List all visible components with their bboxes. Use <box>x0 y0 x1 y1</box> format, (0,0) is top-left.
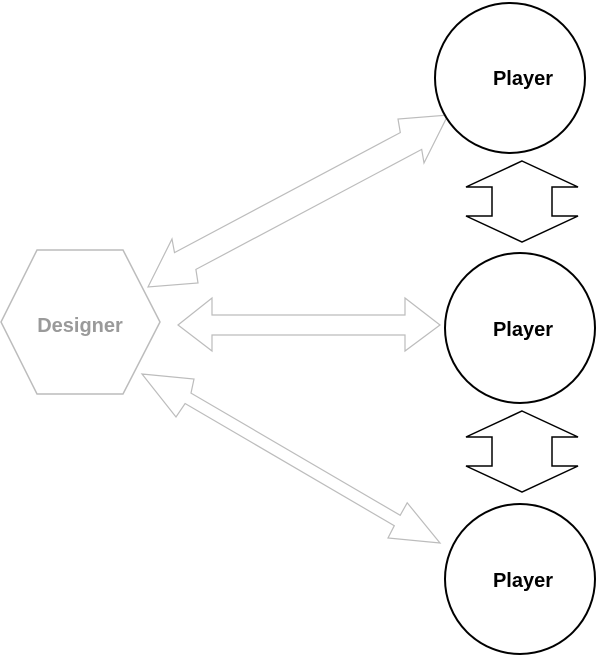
designer-node: Designer <box>0 249 161 395</box>
player-circle-1 <box>434 2 586 154</box>
designer-bottom-player-arrow <box>140 373 442 544</box>
player-label-1: Player <box>493 68 553 90</box>
player2-player3-arrow <box>465 410 579 493</box>
designer-top-player-arrow <box>146 114 450 288</box>
player-node-1: Player <box>434 2 586 154</box>
designer-arrows <box>140 114 450 544</box>
player1-player2-arrow <box>465 160 579 243</box>
player-label-3: Player <box>493 570 553 592</box>
player-node-3: Player <box>444 503 596 655</box>
player-circle-3 <box>444 503 596 655</box>
designer-label: Designer <box>37 315 123 337</box>
player-circle-2 <box>444 252 596 404</box>
player-label-2: Player <box>493 319 553 341</box>
player-arrows <box>465 160 579 493</box>
player-node-2: Player <box>444 252 596 404</box>
designer-hexagon <box>0 249 161 395</box>
designer-middle-player-arrow <box>177 296 441 353</box>
